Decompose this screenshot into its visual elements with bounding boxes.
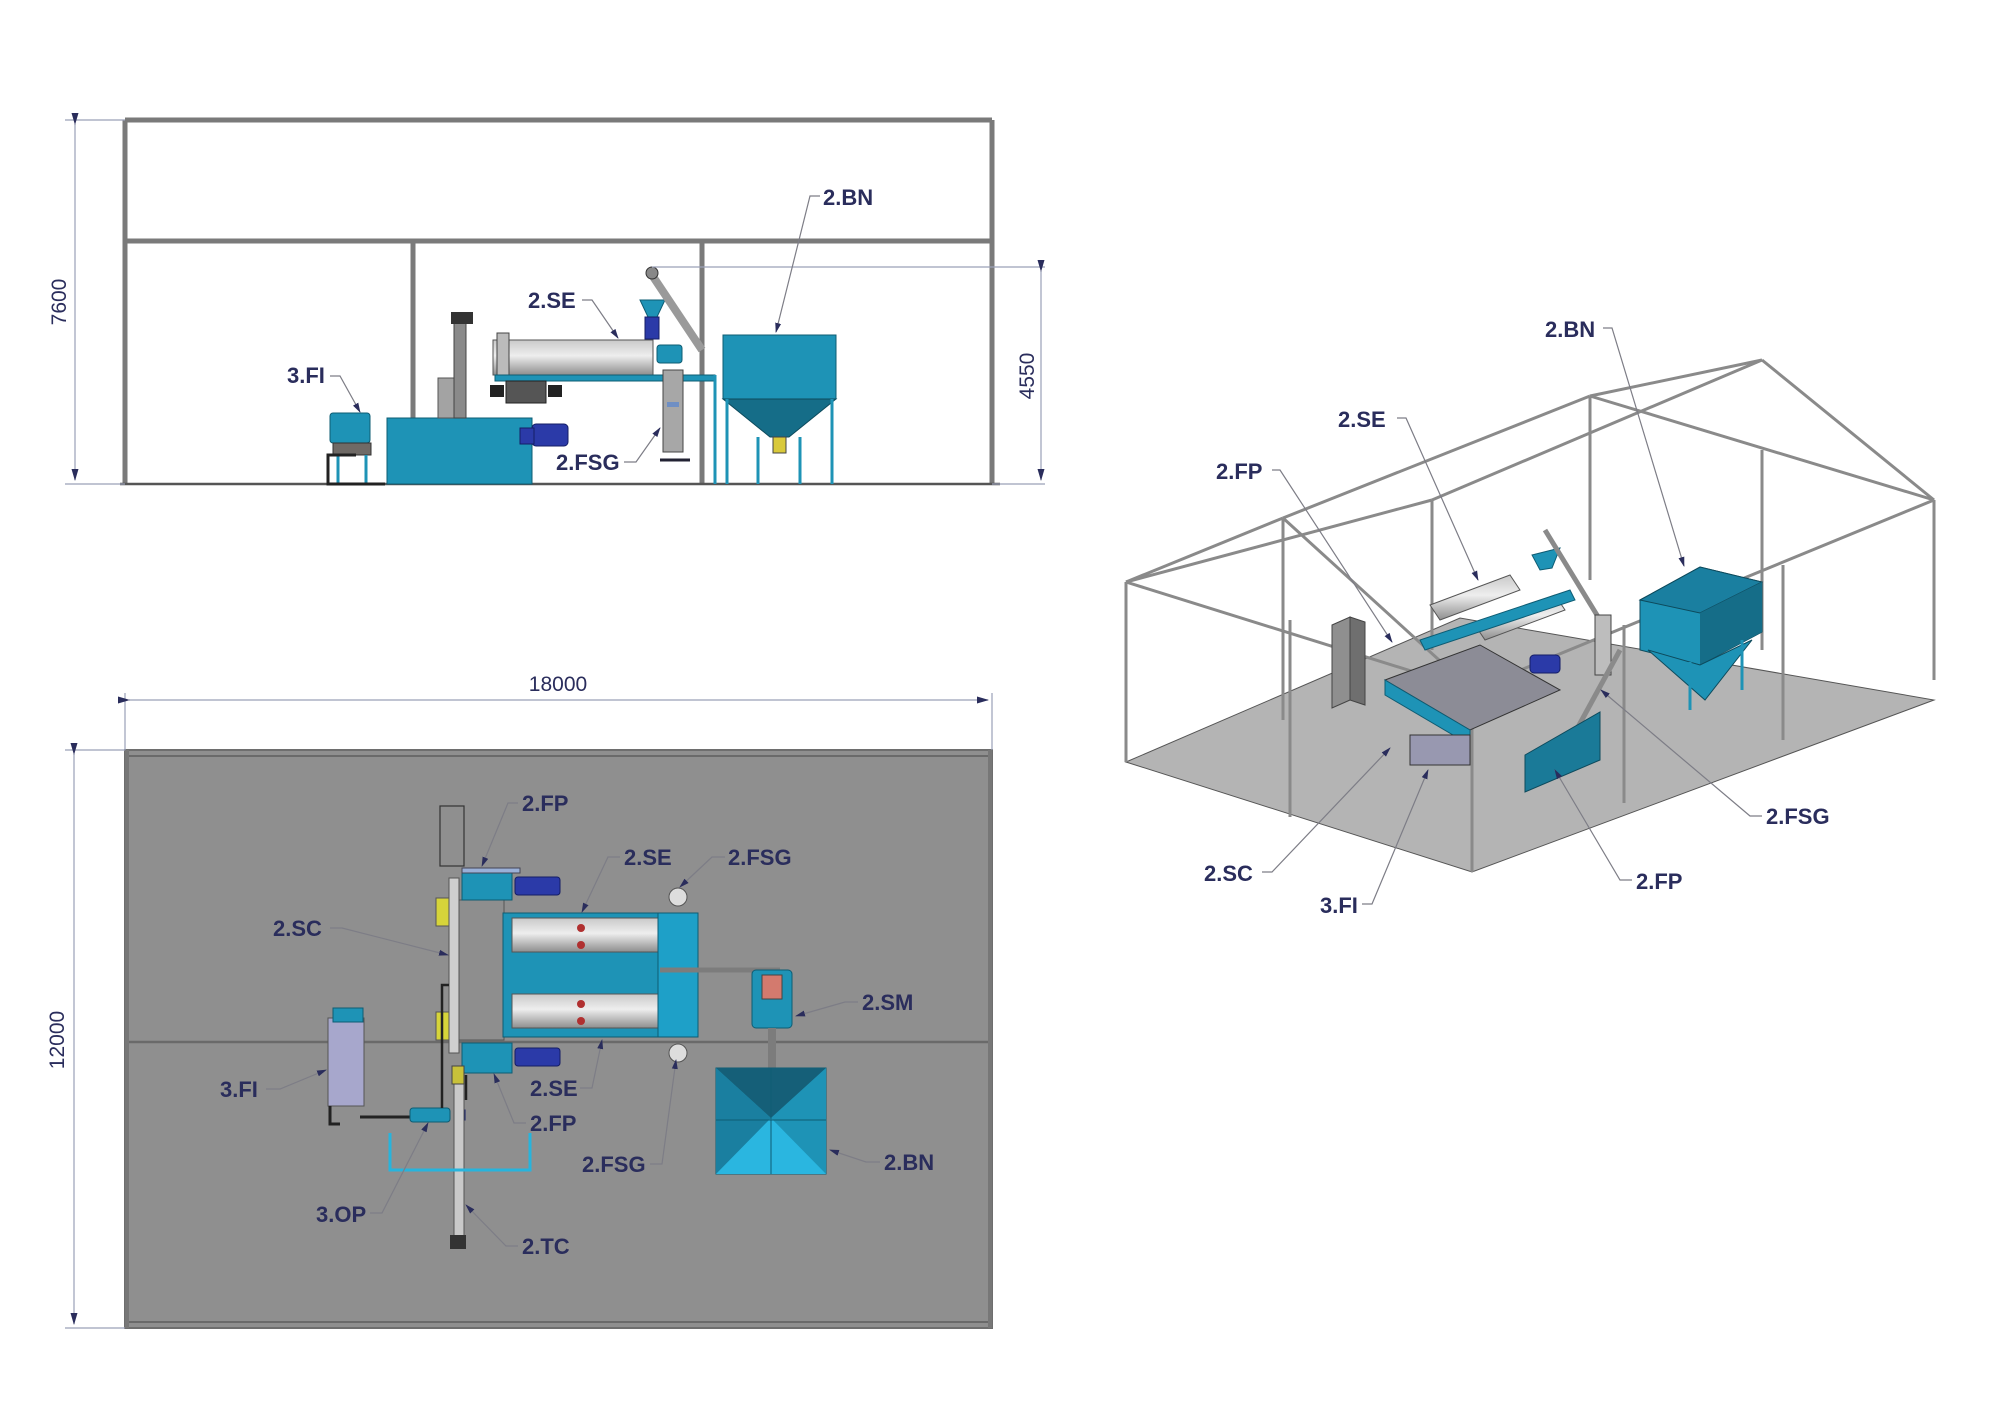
label-3fi: 3.FI bbox=[1320, 893, 1358, 918]
iso-label-2fp-top: 2.FP bbox=[1216, 459, 1393, 643]
side-screw-extractor-2se bbox=[490, 266, 717, 484]
dimension-height-7600: 7600 bbox=[48, 279, 71, 326]
label-2bn: 2.BN bbox=[1545, 317, 1595, 342]
label-3op: 3.OP bbox=[316, 1202, 366, 1227]
label-2sm: 2.SM bbox=[862, 990, 913, 1015]
label-2fsg: 2.FSG bbox=[1766, 804, 1830, 829]
side-base-tank bbox=[386, 312, 569, 485]
label-2se: 2.SE bbox=[530, 1076, 578, 1101]
plan-bin-2bn bbox=[715, 1067, 827, 1175]
label-2se: 2.SE bbox=[624, 845, 672, 870]
isometric-view: 2.BN 2.SE 2.FP 2.FSG 2.SC 2.FP 3.FI bbox=[1124, 317, 1936, 918]
plan-label-2fsg-bottom: 2.FSG bbox=[582, 1059, 678, 1177]
label-2se: 2.SE bbox=[1338, 407, 1386, 432]
iso-label-2se: 2.SE bbox=[1338, 407, 1479, 581]
side-bin-2bn bbox=[721, 334, 838, 484]
iso-label-3fi: 3.FI bbox=[1320, 769, 1429, 918]
plan-label-2fp-top: 2.FP bbox=[481, 791, 568, 867]
label-3fi: 3.FI bbox=[287, 363, 325, 388]
side-filter-separator-2fsg bbox=[660, 369, 690, 462]
plan-label-2se-bottom: 2.SE bbox=[530, 1039, 604, 1101]
label-2fp: 2.FP bbox=[1636, 869, 1682, 894]
plan-label-3fi: 3.FI bbox=[220, 1069, 327, 1102]
iso-label-2fp-bottom: 2.FP bbox=[1554, 769, 1682, 894]
label-3fi: 3.FI bbox=[220, 1077, 258, 1102]
label-2se: 2.SE bbox=[528, 288, 576, 313]
plan-label-2tc: 2.TC bbox=[465, 1204, 570, 1259]
label-2sc: 2.SC bbox=[1204, 861, 1253, 886]
label-2fp: 2.FP bbox=[1216, 459, 1262, 484]
plan-label-2se-top: 2.SE bbox=[581, 845, 672, 913]
side-label-2se: 2.SE bbox=[528, 288, 576, 313]
dimension-height-4550: 4550 bbox=[1016, 353, 1039, 400]
plan-label-2sm: 2.SM bbox=[795, 990, 913, 1017]
plan-label-2fsg-top: 2.FSG bbox=[679, 845, 792, 888]
label-2fp: 2.FP bbox=[522, 791, 568, 816]
dimension-equipment-height: 4550 bbox=[652, 260, 1045, 485]
dimension-building-width: 12000 bbox=[46, 743, 125, 1329]
label-2fsg: 2.FSG bbox=[582, 1152, 646, 1177]
side-filter-unit-3fi bbox=[326, 412, 385, 486]
side-elevation-view: 7600 4550 3.FI 2.SE 2.FSG 2.BN bbox=[48, 113, 1045, 486]
plan-equipment bbox=[327, 805, 827, 1249]
label-2bn: 2.BN bbox=[823, 185, 873, 210]
plan-label-2bn: 2.BN bbox=[829, 1149, 934, 1175]
iso-label-2fsg: 2.FSG bbox=[1600, 689, 1830, 829]
dimension-width-12000: 12000 bbox=[46, 1011, 69, 1069]
plan-label-2sc: 2.SC bbox=[273, 916, 449, 956]
iso-floor bbox=[1124, 617, 1936, 873]
label-2fsg: 2.FSG bbox=[728, 845, 792, 870]
side-label-3fi: 3.FI bbox=[287, 363, 361, 413]
iso-equipment bbox=[1331, 528, 1764, 793]
plan-label-3op: 3.OP bbox=[316, 1122, 429, 1227]
iso-label-2bn: 2.BN bbox=[1545, 317, 1685, 567]
dimension-length-18000: 18000 bbox=[529, 673, 587, 696]
side-label-2bn: 2.BN bbox=[775, 185, 873, 333]
side-label-2fsg: 2.FSG bbox=[556, 427, 661, 475]
side-building-frame bbox=[120, 117, 1000, 486]
label-2tc: 2.TC bbox=[522, 1234, 570, 1259]
plan-view: 18000 12000 bbox=[46, 673, 993, 1329]
iso-label-2sc: 2.SC bbox=[1204, 747, 1391, 886]
label-2fsg: 2.FSG bbox=[556, 450, 620, 475]
label-2sc: 2.SC bbox=[273, 916, 322, 941]
plan-label-2fp-bottom: 2.FP bbox=[493, 1073, 576, 1136]
dimension-building-height: 7600 bbox=[48, 113, 125, 485]
dimension-building-length: 18000 bbox=[118, 673, 993, 750]
label-2bn: 2.BN bbox=[884, 1150, 934, 1175]
label-2fp: 2.FP bbox=[530, 1111, 576, 1136]
